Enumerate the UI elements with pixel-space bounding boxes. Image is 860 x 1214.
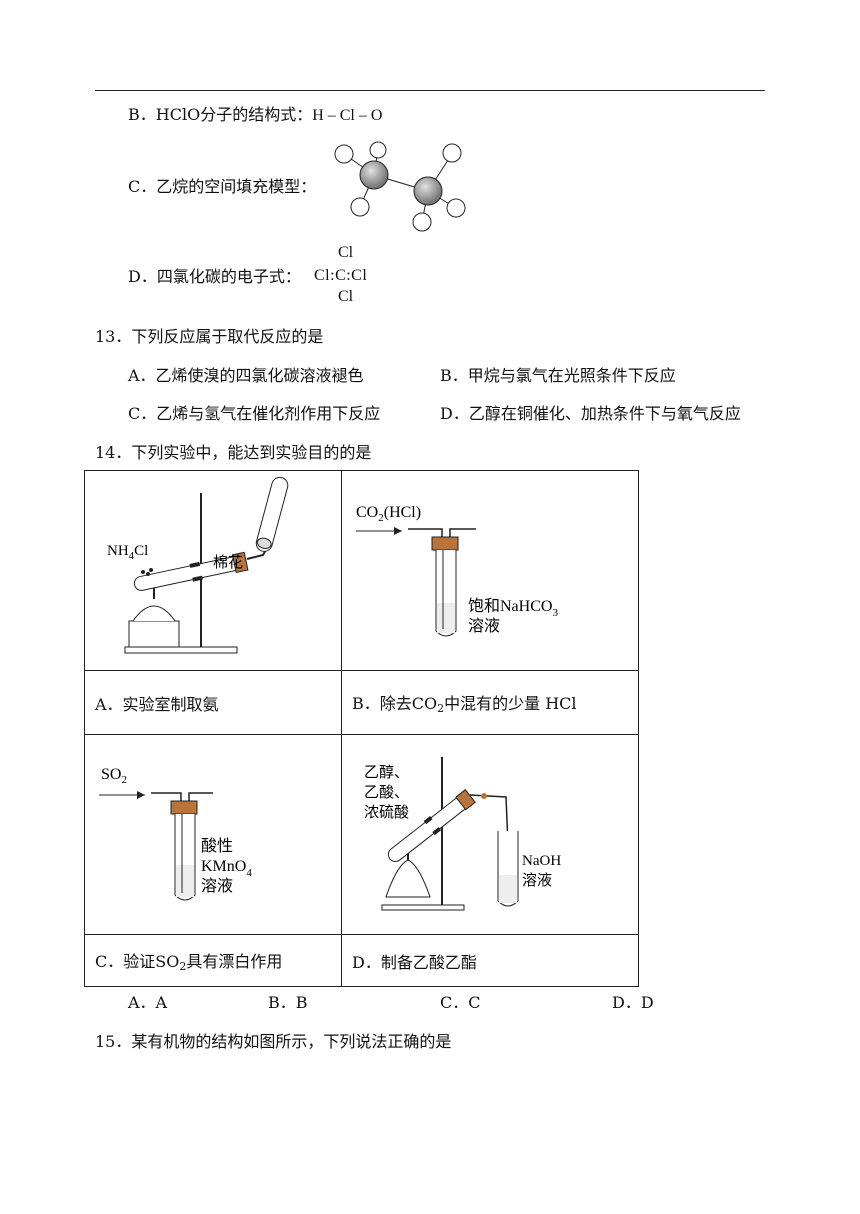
ammonia-apparatus-diagram: NH4Cl 棉花: [107, 476, 289, 654]
svg-text:浓硫酸: 浓硫酸: [364, 804, 409, 821]
q14-stem: 14．下列实验中，能达到实验目的的是: [95, 443, 372, 462]
svg-text:SO2: SO2: [101, 766, 127, 786]
q13-option-b: B．甲烷与氯气在光照条件下反应: [440, 366, 676, 385]
ccl4-electron-formula: Cl Cl:C:Cl Cl: [314, 244, 368, 305]
figure-d: 乙醇、 乙酸、 浓硫酸 NaOH 溶液: [341, 734, 639, 935]
experiment-table: NH4Cl 棉花 CO2(HCl) 饱和NaHCO3 溶液 A．实验室制取氨 B…: [84, 470, 639, 987]
so2-kmno4-diagram: SO2 酸性 KMnO4 溶液: [99, 766, 252, 901]
q15-stem: 15．某有机物的结构如图所示，下列说法正确的是: [95, 1032, 452, 1051]
q14-answer-c: C．C: [440, 993, 481, 1012]
header-rule: [95, 90, 765, 91]
co2-washing-bottle-diagram: CO2(HCl) 饱和NaHCO3 溶液: [356, 504, 558, 637]
caption-b: B．除去CO2中混有的少量 HCl: [341, 670, 639, 735]
ethyl-acetate-apparatus-diagram: 乙醇、 乙酸、 浓硫酸 NaOH 溶液: [364, 757, 561, 911]
svg-text:NH4Cl: NH4Cl: [107, 543, 148, 562]
q14-answer-b: B．B: [268, 993, 308, 1012]
caption-c: C．验证SO2具有漂白作用: [84, 934, 342, 987]
caption-a: A．实验室制取氨: [84, 670, 342, 735]
svg-text:乙醇、: 乙醇、: [364, 764, 409, 781]
q13-stem: 13．下列反应属于取代反应的是: [95, 327, 324, 346]
q12-option-b: B．HClO分子的结构式：H – Cl – O: [128, 105, 383, 124]
q13-option-d: D．乙醇在铜催化、加热条件下与氧气反应: [440, 404, 741, 423]
svg-text:CO2(HCl): CO2(HCl): [356, 504, 421, 524]
q12-option-d: D．四氯化碳的电子式：: [128, 267, 301, 286]
figure-a: NH4Cl 棉花: [84, 470, 342, 671]
q13-option-a: A．乙烯使溴的四氯化碳溶液褪色: [128, 366, 364, 385]
q14-answer-d: D．D: [612, 993, 654, 1012]
caption-d: D．制备乙酸乙酯: [341, 934, 639, 987]
q13-option-c: C．乙烯与氢气在催化剂作用下反应: [128, 404, 381, 423]
figure-c: SO2 酸性 KMnO4 溶液: [84, 734, 342, 935]
q14-answer-a: A．A: [128, 993, 168, 1012]
ethane-space-filling-model: [334, 141, 466, 232]
svg-text:溶液: 溶液: [522, 872, 552, 889]
q12-option-c: C．乙烷的空间填充模型：: [128, 177, 317, 196]
svg-text:溶液: 溶液: [201, 877, 233, 895]
svg-text:酸性: 酸性: [201, 837, 233, 855]
svg-text:溶液: 溶液: [468, 617, 500, 635]
svg-text:NaOH: NaOH: [522, 853, 561, 869]
svg-text:饱和NaHCO3: 饱和NaHCO3: [468, 597, 558, 619]
svg-text:KMnO4: KMnO4: [201, 858, 252, 879]
figure-b: CO2(HCl) 饱和NaHCO3 溶液: [341, 470, 639, 671]
svg-text:乙酸、: 乙酸、: [364, 784, 409, 801]
svg-text:棉花: 棉花: [213, 554, 243, 571]
